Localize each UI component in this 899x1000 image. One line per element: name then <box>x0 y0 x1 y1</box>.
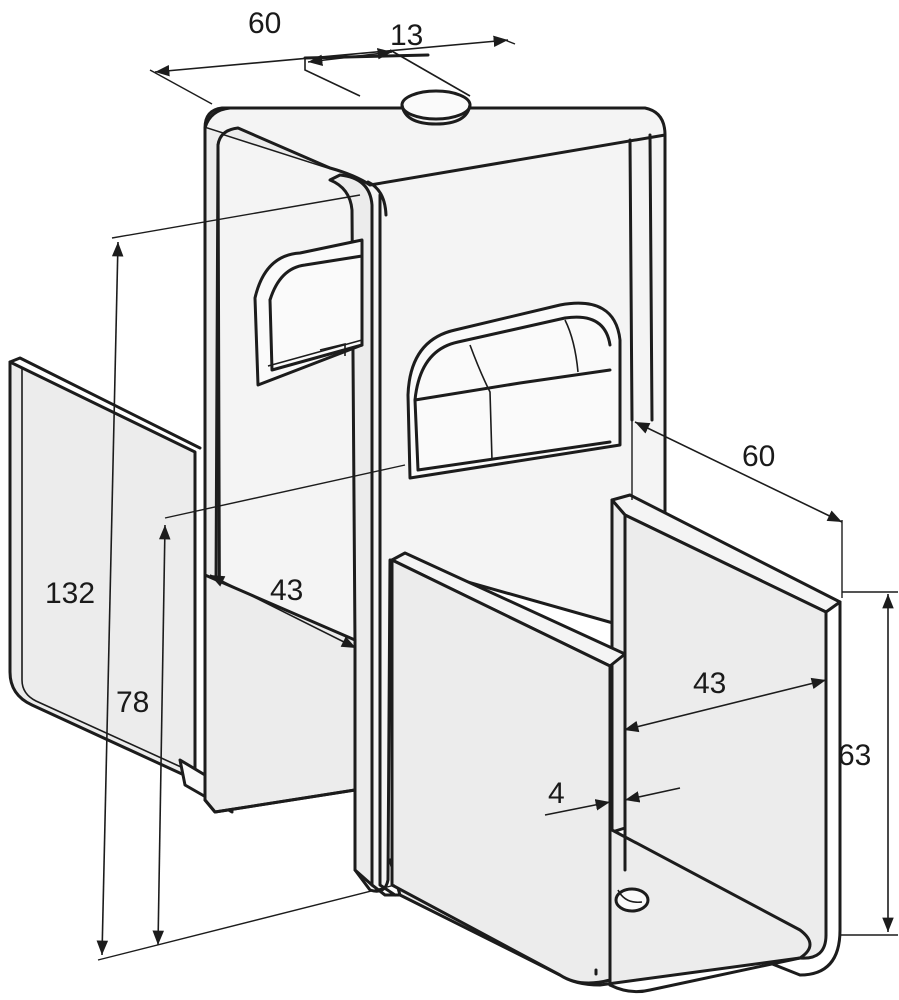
dim-inner-height: 78 <box>116 686 149 719</box>
dim-channel-height: 63 <box>838 739 871 772</box>
right-channel <box>388 493 842 994</box>
dim-channel-width: 60 <box>742 440 775 473</box>
dim-inner-width-right: 43 <box>693 667 726 700</box>
dim-total-height: 132 <box>45 577 95 610</box>
dimension-labels: 60 13 132 78 43 60 43 4 63 <box>45 7 871 810</box>
left-channel <box>8 356 234 814</box>
main-hanger <box>203 49 667 897</box>
dim-slot-width: 13 <box>390 19 423 52</box>
dim-inner-width-left: 43 <box>270 574 303 607</box>
dim-thickness: 4 <box>548 777 565 810</box>
dim-top-width: 60 <box>248 7 281 40</box>
dimension-lines <box>96 35 898 961</box>
